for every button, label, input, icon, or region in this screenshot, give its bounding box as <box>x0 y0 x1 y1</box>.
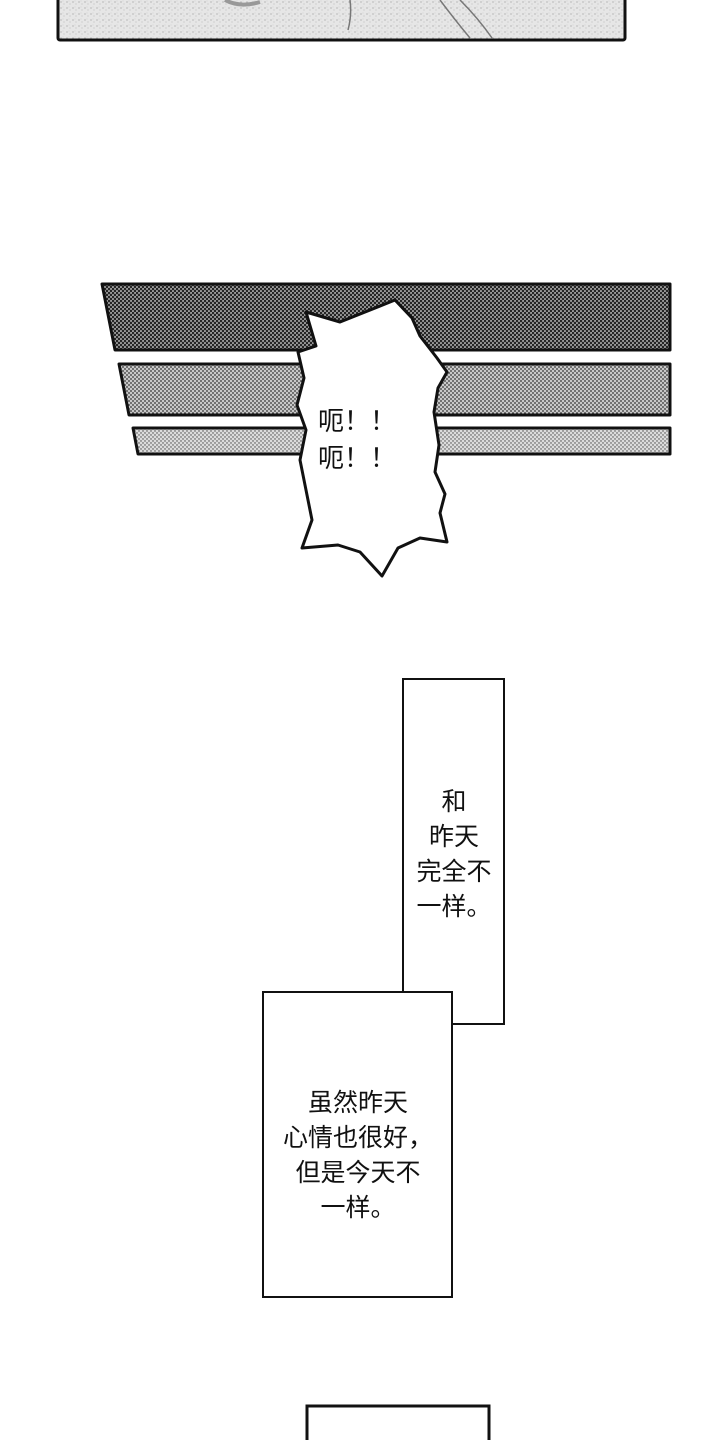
caption-text-2: 虽然昨天 心情也很好， 但是今天不 一样。 <box>282 1088 433 1222</box>
caption-text-1: 和 昨天 完全不 一样。 <box>416 787 492 921</box>
bottom-panel-partial <box>305 1404 491 1440</box>
shout-bubble <box>295 298 449 578</box>
speed-bars <box>100 282 672 456</box>
caption-box-2 <box>262 991 453 1298</box>
shout-text: 呃！！ 呃！！ <box>318 407 397 474</box>
top-panel-partial <box>56 0 627 42</box>
caption-box-1 <box>402 678 505 1025</box>
